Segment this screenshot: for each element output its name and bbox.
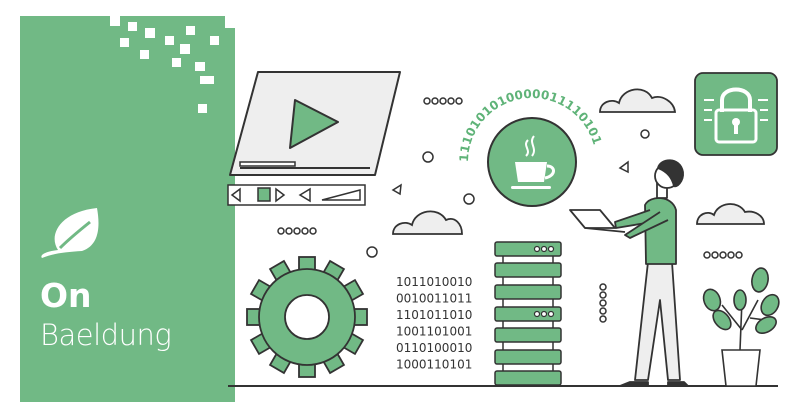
pixel-squares (110, 16, 235, 113)
plant-icon (702, 267, 780, 387)
lock-icon (694, 72, 778, 156)
leaf-icon (41, 208, 99, 258)
title-bold: On (40, 276, 92, 315)
binary-text-block: 1011010010 0010011011 1101011010 1001101001… (396, 275, 472, 372)
play-icon (289, 99, 339, 149)
binary-line: 1000110101 (396, 358, 472, 372)
person-with-laptop (569, 159, 689, 387)
binary-line: 1011010010 (396, 275, 472, 289)
title-brand: Baeldung (40, 318, 172, 352)
binary-line: 0110100010 (396, 341, 472, 355)
video-player-icon (227, 71, 401, 206)
binary-line: 1001101001 (396, 325, 472, 339)
coffee-cup-icon (487, 117, 577, 207)
brand-panel (20, 16, 235, 402)
binary-line: 1101011010 (396, 308, 472, 322)
cloud-icon (392, 88, 765, 235)
binary-line: 0010011011 (396, 292, 472, 306)
server-stack-icon (494, 241, 562, 386)
gear-icon (246, 256, 368, 378)
